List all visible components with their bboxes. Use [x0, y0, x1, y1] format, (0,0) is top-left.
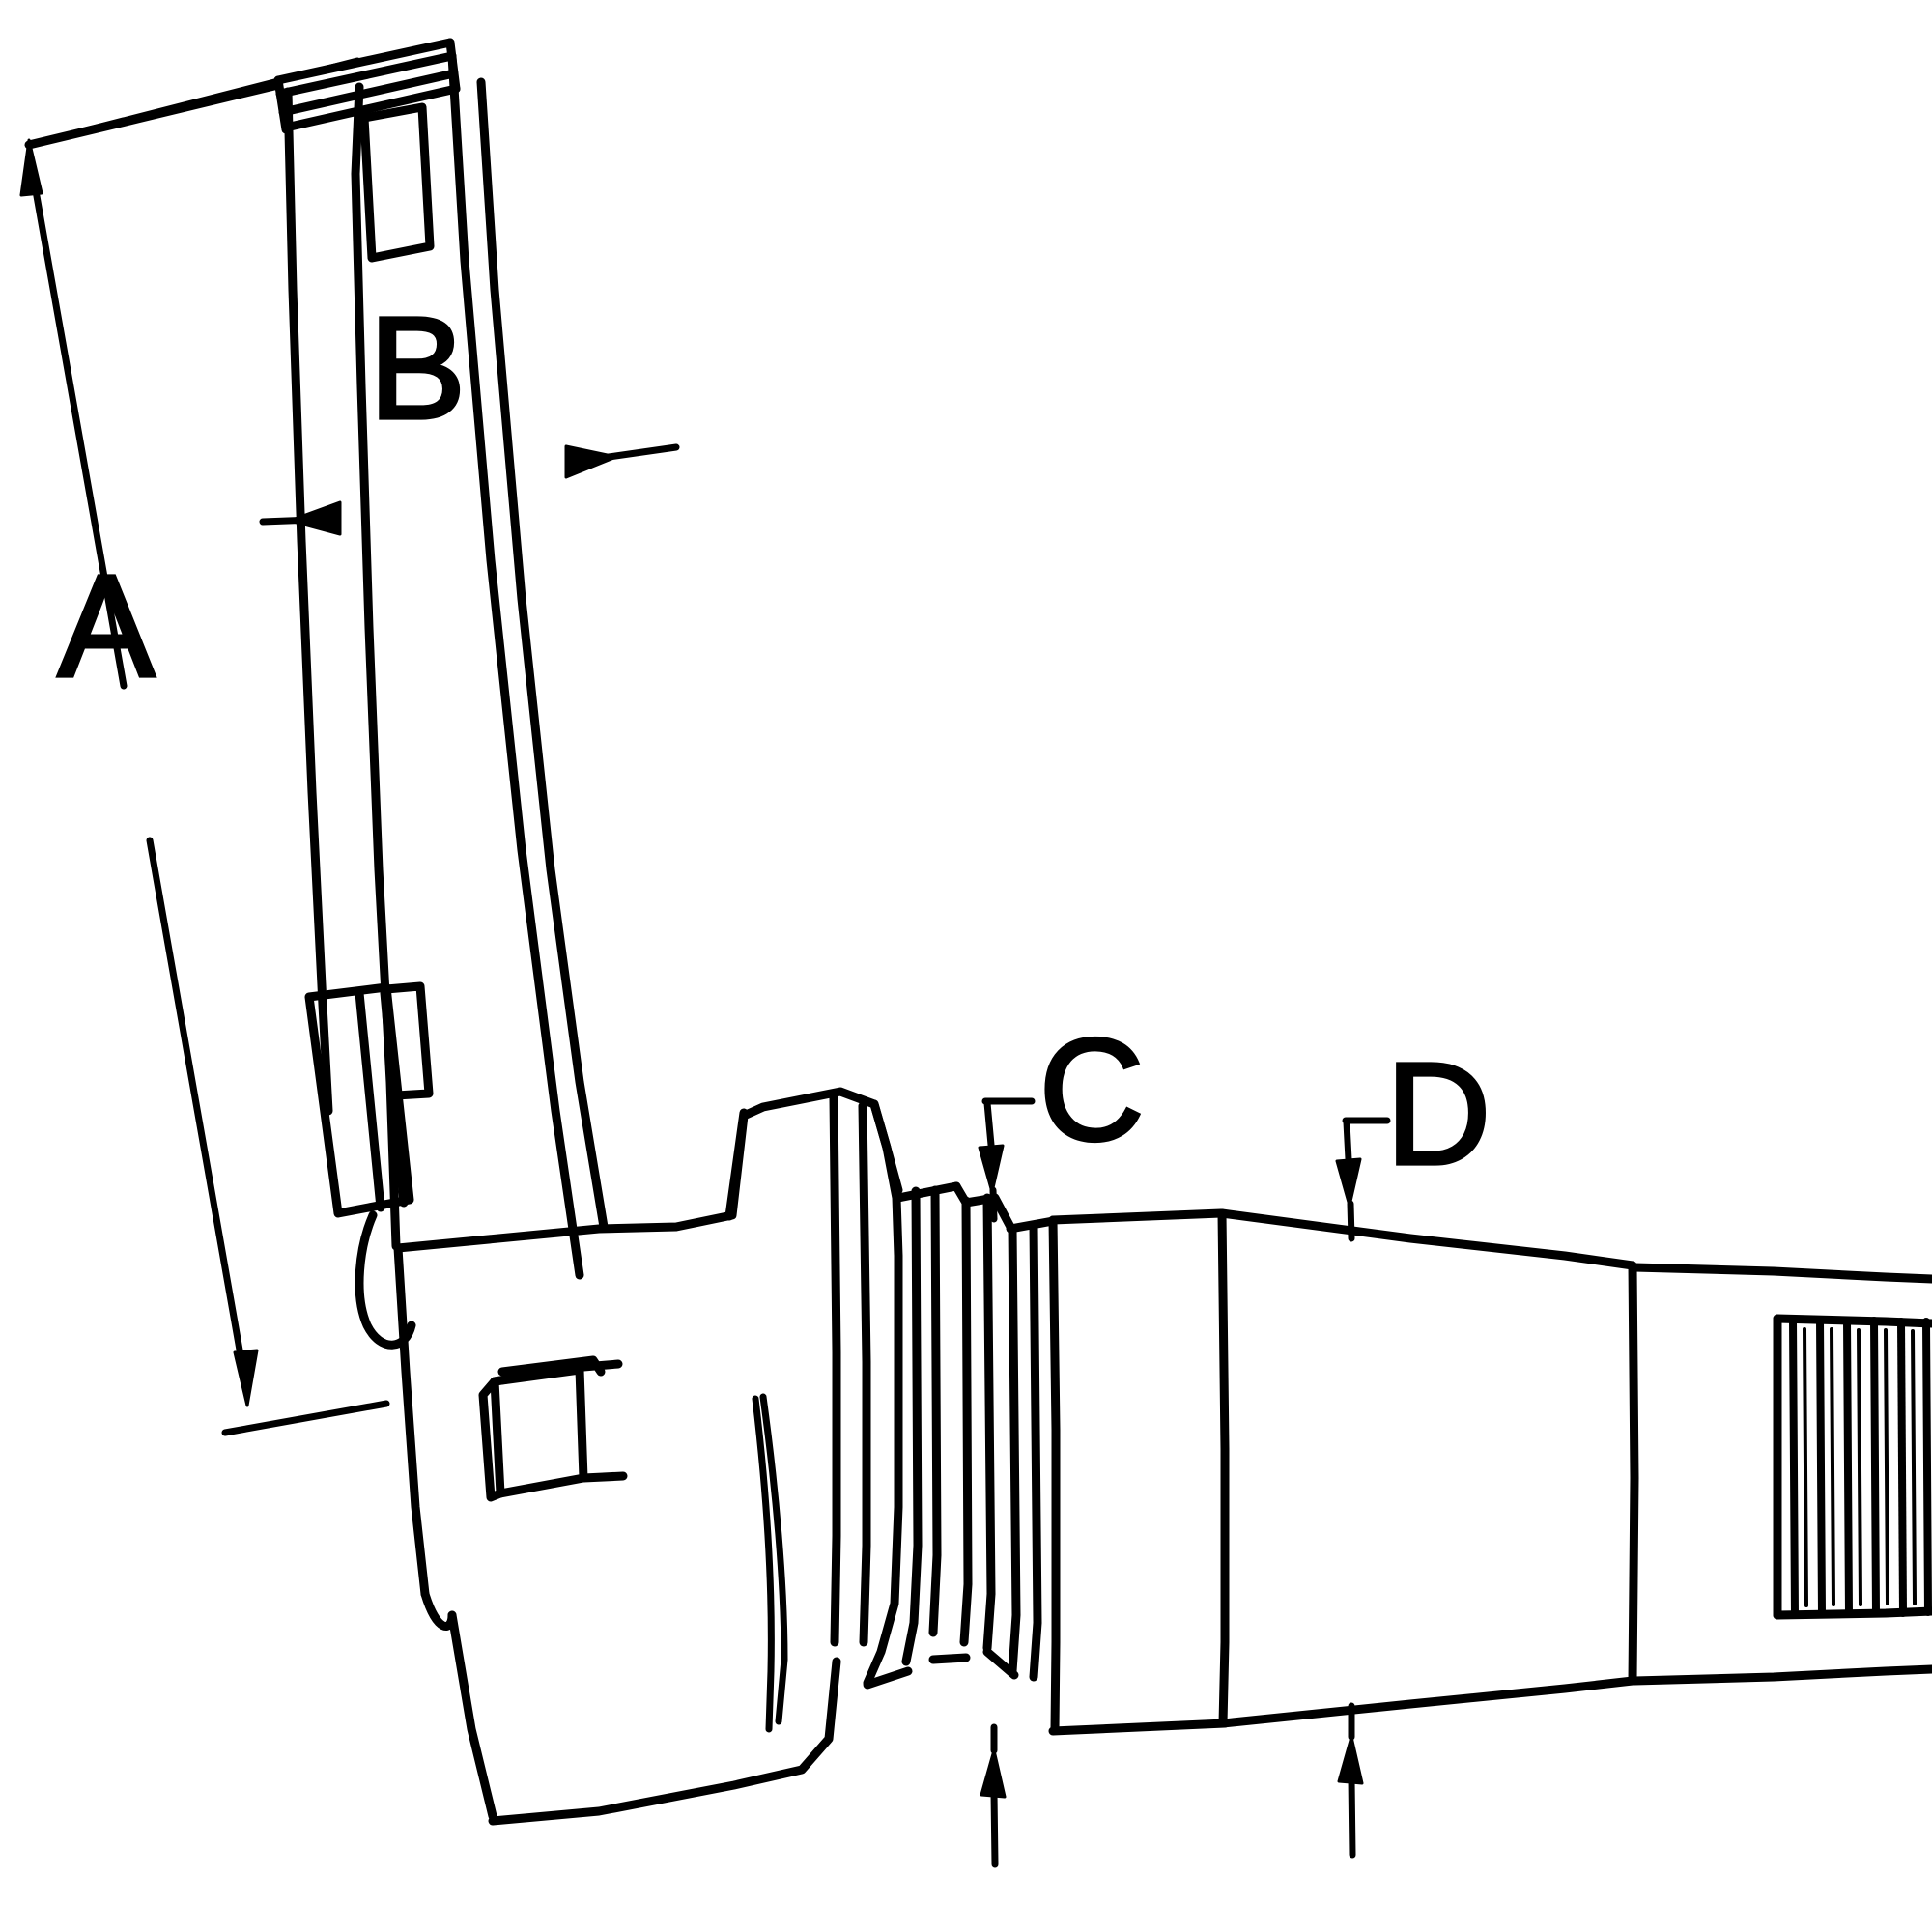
dimension-b-group: B	[259, 285, 680, 536]
dimension-a-label: A	[58, 545, 155, 707]
dimension-a-bottom-arrowhead	[233, 1349, 259, 1407]
journal-bottom-step-c	[982, 1647, 1019, 1680]
journal-ring-3	[928, 1185, 942, 1637]
thread-crest-5	[1897, 1318, 1907, 1617]
thread-root-2	[1830, 1327, 1835, 1606]
shaft-inner-left-edge	[283, 87, 333, 1116]
dimension-a-bottom-extension	[221, 1400, 390, 1436]
body-upper-right-shoulder	[724, 1108, 749, 1221]
ear-top-notch	[382, 981, 434, 1100]
keyway-pocket-bottom-line	[579, 1471, 628, 1483]
bearing-seat-bottom	[1048, 1719, 1230, 1736]
dimension-a-upper-line	[28, 165, 128, 690]
taper-bottom-edge	[1218, 1676, 1637, 1728]
thread-crest-3	[1843, 1317, 1853, 1618]
collar-groove-line-2	[278, 69, 459, 117]
dimension-c-top-line	[983, 1099, 995, 1149]
tapered-shaft-section	[1217, 1208, 1637, 1728]
spindle-upper-shaft	[24, 38, 609, 1280]
taper-top-edge	[1217, 1208, 1637, 1270]
keyway-pocket-outline	[490, 1365, 588, 1498]
bearing-seat-left	[1048, 1215, 1061, 1734]
dimension-d-top-line	[1343, 1119, 1352, 1163]
body-top-edge	[393, 1087, 903, 1253]
bearing-seat-mid-divider	[1217, 1208, 1230, 1728]
outer-bearing-seat	[1048, 1208, 1230, 1736]
thread-root-top	[1630, 1263, 1932, 1284]
journal-step-a	[894, 1181, 961, 1203]
dimension-d-label: D	[1386, 1033, 1491, 1195]
keyway-pocket-top-line	[490, 1359, 623, 1386]
thread-crest-2	[1816, 1316, 1826, 1618]
shaft-top-left-face-edge	[24, 80, 283, 150]
body-bottom-edge	[488, 1657, 841, 1826]
journal-step-b	[952, 1181, 1015, 1232]
bearing-seat-top	[1048, 1208, 1226, 1225]
thread-root-bottom	[1630, 1664, 1932, 1686]
body-casting-rib-inner	[759, 1393, 788, 1725]
dimension-c-label: C	[1039, 1009, 1144, 1171]
thread-crest-1	[1789, 1316, 1799, 1619]
journal-bottom-step-b	[928, 1653, 971, 1664]
journal-ring-1-outer	[863, 1099, 903, 1688]
collar-groove-line-1	[275, 51, 457, 99]
dimension-a-top-arrowhead	[19, 138, 43, 197]
thread-root-4	[1884, 1328, 1889, 1605]
bearing-journal-stack	[863, 1099, 1058, 1690]
dimension-b-right-arrowhead	[564, 444, 618, 479]
thread-root-3	[1857, 1328, 1862, 1606]
dimension-b-label: B	[369, 287, 466, 449]
dimension-d-group: D	[1335, 1031, 1492, 1859]
journal-ring-2	[901, 1186, 923, 1666]
thread-crest-4	[1870, 1317, 1880, 1617]
thread-root-5	[1911, 1329, 1917, 1605]
shaft-right-outer-edge	[476, 77, 609, 1232]
thread-crest-6	[1922, 1318, 1932, 1616]
collar-groove-line-3	[281, 84, 461, 132]
dimension-c-top-stem	[989, 1186, 998, 1223]
dimension-b-right-tail	[605, 443, 680, 461]
journal-ring-5	[982, 1193, 996, 1653]
body-right-face	[829, 1094, 841, 1647]
dimension-d-top-arrowhead	[1335, 1157, 1362, 1208]
threaded-end-section	[1628, 1261, 1932, 1686]
journal-ring-7	[1029, 1220, 1042, 1682]
journal-ring-4	[959, 1196, 973, 1647]
collar-top-edge	[273, 38, 455, 85]
keyway-pocket-left-bevel	[478, 1377, 505, 1502]
spindle-lower-ear	[304, 981, 434, 1350]
dimension-c-group: C	[978, 1007, 1146, 1868]
dimension-c-top-arrowhead	[978, 1144, 1005, 1194]
body-casting-rib-outer	[752, 1395, 775, 1733]
body-left-notch	[420, 1589, 457, 1631]
journal-ring-6	[1008, 1224, 1021, 1676]
collar-right-cap	[445, 38, 461, 94]
body-left-lower-face	[447, 1610, 497, 1821]
dimension-b-left-arrowhead	[288, 500, 342, 536]
upper-shaft-slot	[359, 102, 435, 263]
shaft-right-inner-edge	[447, 51, 584, 1280]
spindle-knuckle-body	[393, 1087, 903, 1826]
dimension-c-bottom-line	[990, 1789, 999, 1868]
journal-bottom-step-a	[863, 1666, 913, 1690]
ear-divider-line-1	[355, 988, 385, 1212]
thread-root-1	[1803, 1327, 1808, 1607]
thread-shoulder-left	[1628, 1261, 1639, 1686]
thread-band-bottom	[1773, 1606, 1932, 1620]
body-left-face	[393, 1243, 430, 1599]
body-right-face-inner	[858, 1101, 871, 1647]
dimension-d-top-stem	[1347, 1200, 1355, 1242]
thread-band-top	[1773, 1314, 1932, 1328]
dimension-a-lower-line	[146, 837, 247, 1376]
dimension-d-bottom-line	[1348, 1776, 1356, 1859]
dimension-a-group: A	[19, 57, 390, 1436]
